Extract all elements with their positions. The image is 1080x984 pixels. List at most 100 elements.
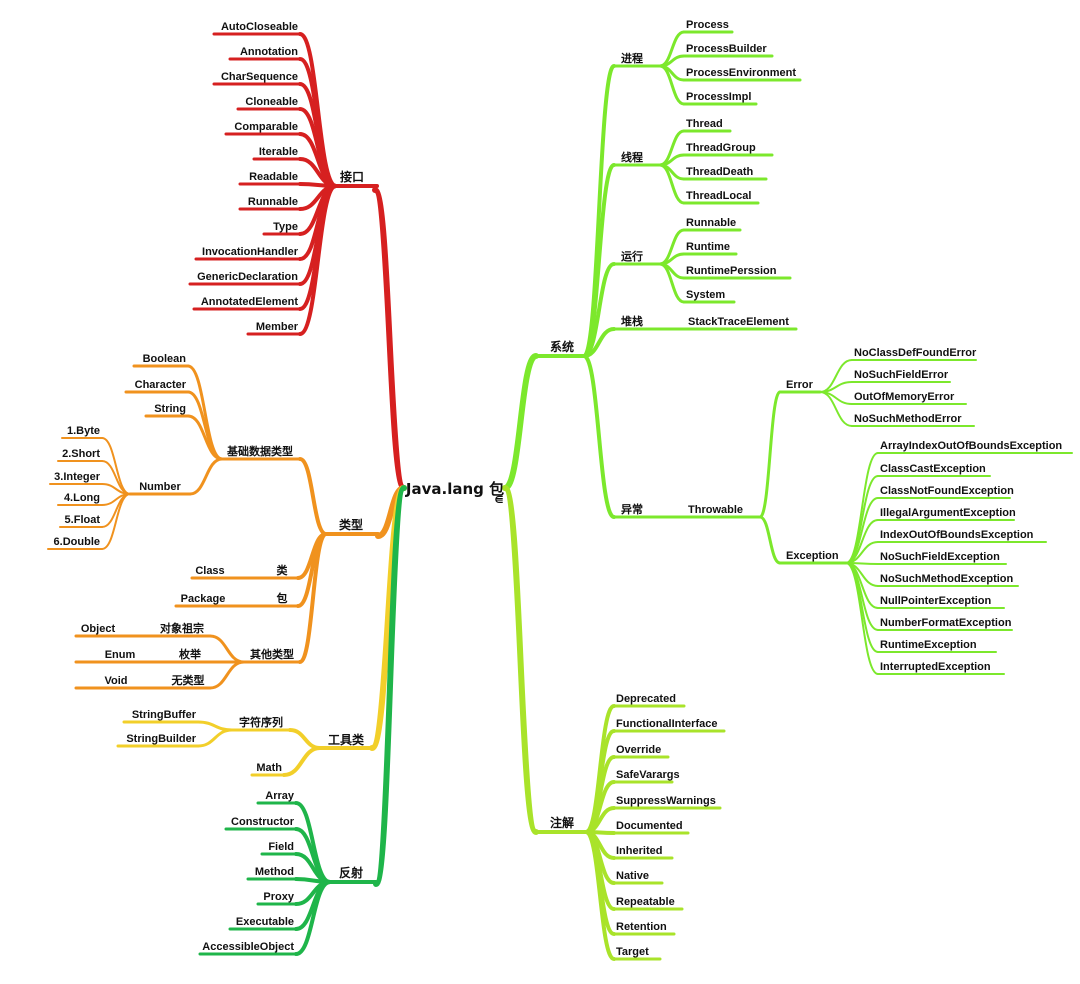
reflection-item[interactable]: Method: [255, 866, 294, 878]
math-item[interactable]: Math: [256, 762, 282, 774]
number-item[interactable]: 4.Long: [64, 492, 100, 504]
interface-item[interactable]: Runnable: [248, 196, 298, 208]
exception-item[interactable]: NoSuchMethodException: [880, 573, 1014, 585]
annotation-item[interactable]: Repeatable: [616, 896, 675, 908]
system-item[interactable]: ProcessBuilder: [686, 43, 767, 55]
other-type-en[interactable]: Object: [81, 623, 116, 635]
interface-item[interactable]: AutoCloseable: [221, 21, 298, 33]
package-item-en[interactable]: Package: [181, 593, 226, 605]
error-item[interactable]: NoSuchFieldError: [854, 369, 949, 381]
interface-item[interactable]: Readable: [249, 171, 298, 183]
annotations-node[interactable]: 注解: [550, 815, 574, 830]
interface-item[interactable]: GenericDeclaration: [197, 271, 298, 283]
exception-item[interactable]: ClassNotFoundException: [880, 485, 1014, 497]
system-group-node[interactable]: 线程: [621, 150, 643, 164]
root-sub-mark[interactable]: ⋹: [495, 495, 504, 506]
other-type-zh[interactable]: 无类型: [171, 673, 205, 687]
error-item[interactable]: NoSuchMethodError: [854, 413, 962, 425]
number-item[interactable]: 3.Integer: [54, 471, 101, 483]
reflection-item[interactable]: Executable: [236, 916, 294, 928]
interfaces-node[interactable]: 接口: [340, 169, 364, 184]
system-node[interactable]: 系统: [550, 339, 574, 354]
system-item[interactable]: System: [686, 289, 725, 301]
class-item-zh[interactable]: 类: [277, 563, 289, 577]
system-group-node[interactable]: 进程: [621, 51, 643, 65]
exception-node[interactable]: Exception: [786, 550, 839, 562]
types-node[interactable]: 类型: [339, 517, 363, 532]
char-seq-node[interactable]: 字符序列: [239, 715, 283, 729]
interface-item[interactable]: Type: [273, 221, 298, 233]
exception-item[interactable]: NumberFormatException: [880, 617, 1012, 629]
system-group-node[interactable]: 运行: [621, 249, 643, 263]
char-seq-item[interactable]: StringBuilder: [126, 733, 196, 745]
root-label[interactable]: Java.lang 包: [405, 480, 504, 498]
basic-type-item[interactable]: Boolean: [143, 353, 187, 365]
system-item[interactable]: Thread: [686, 118, 723, 130]
system-item[interactable]: Runnable: [686, 217, 736, 229]
exception-item[interactable]: NoSuchFieldException: [880, 551, 1000, 563]
annotation-item[interactable]: Deprecated: [616, 693, 676, 705]
other-type-zh[interactable]: 枚举: [179, 647, 202, 661]
reflection-item[interactable]: AccessibleObject: [202, 941, 294, 953]
interface-item[interactable]: CharSequence: [221, 71, 298, 83]
interface-item[interactable]: Member: [256, 321, 299, 333]
annotation-item[interactable]: Target: [616, 946, 649, 958]
tools-node[interactable]: 工具类: [328, 732, 365, 747]
exception-item[interactable]: IndexOutOfBoundsException: [880, 529, 1034, 541]
annotation-item[interactable]: Inherited: [616, 845, 662, 857]
annotation-item[interactable]: SuppressWarnings: [616, 795, 716, 807]
reflection-item[interactable]: Proxy: [263, 891, 294, 903]
interface-item[interactable]: Iterable: [259, 146, 298, 158]
basic-types-node[interactable]: 基础数据类型: [226, 444, 293, 458]
exception-item[interactable]: IllegalArgumentException: [880, 507, 1016, 519]
throwable-node[interactable]: Throwable: [688, 504, 743, 516]
number-item[interactable]: 5.Float: [65, 514, 101, 526]
exception-item[interactable]: ArrayIndexOutOfBoundsException: [880, 440, 1062, 452]
system-item[interactable]: ThreadDeath: [686, 166, 754, 178]
other-types-node[interactable]: 其他类型: [250, 647, 294, 661]
exception-group-node[interactable]: 异常: [621, 502, 643, 516]
system-item[interactable]: Process: [686, 19, 729, 31]
reflection-item[interactable]: Constructor: [231, 816, 295, 828]
error-item[interactable]: OutOfMemoryError: [854, 391, 955, 403]
interface-item[interactable]: AnnotatedElement: [201, 296, 299, 308]
number-item[interactable]: 1.Byte: [67, 425, 100, 437]
exception-item[interactable]: ClassCastException: [880, 463, 986, 475]
error-item[interactable]: NoClassDefFoundError: [854, 347, 977, 359]
reflection-node[interactable]: 反射: [339, 865, 363, 880]
other-type-zh[interactable]: 对象祖宗: [160, 621, 204, 635]
stack-node[interactable]: 堆栈: [621, 314, 643, 328]
interface-item[interactable]: Cloneable: [245, 96, 298, 108]
class-item-en[interactable]: Class: [195, 565, 224, 577]
annotation-item[interactable]: Documented: [616, 820, 683, 832]
char-seq-item[interactable]: StringBuffer: [132, 709, 197, 721]
system-item[interactable]: ThreadLocal: [686, 190, 751, 202]
annotation-item[interactable]: Retention: [616, 921, 667, 933]
system-item[interactable]: ThreadGroup: [686, 142, 756, 154]
reflection-item[interactable]: Field: [268, 841, 294, 853]
annotation-item[interactable]: SafeVarargs: [616, 769, 680, 781]
annotation-item[interactable]: FunctionalInterface: [616, 718, 717, 730]
other-type-en[interactable]: Void: [104, 675, 127, 687]
number-item[interactable]: 2.Short: [62, 448, 100, 460]
stack-item[interactable]: StackTraceElement: [688, 316, 789, 328]
number-item[interactable]: 6.Double: [54, 536, 100, 548]
annotation-item[interactable]: Override: [616, 744, 661, 756]
system-item[interactable]: ProcessImpl: [686, 91, 751, 103]
exception-item[interactable]: RuntimeException: [880, 639, 977, 651]
error-node[interactable]: Error: [786, 379, 814, 391]
system-item[interactable]: RuntimePerssion: [686, 265, 777, 277]
interface-item[interactable]: InvocationHandler: [202, 246, 299, 258]
exception-item[interactable]: InterruptedException: [880, 661, 991, 673]
interface-item[interactable]: Annotation: [240, 46, 298, 58]
basic-type-item[interactable]: Character: [135, 379, 187, 391]
interface-item[interactable]: Comparable: [234, 121, 298, 133]
system-item[interactable]: Runtime: [686, 241, 730, 253]
basic-type-item[interactable]: String: [154, 403, 186, 415]
system-item[interactable]: ProcessEnvironment: [686, 67, 796, 79]
other-type-en[interactable]: Enum: [105, 649, 136, 661]
annotation-item[interactable]: Native: [616, 870, 649, 882]
exception-item[interactable]: NullPointerException: [880, 595, 992, 607]
package-item-zh[interactable]: 包: [276, 591, 288, 605]
reflection-item[interactable]: Array: [265, 790, 295, 802]
